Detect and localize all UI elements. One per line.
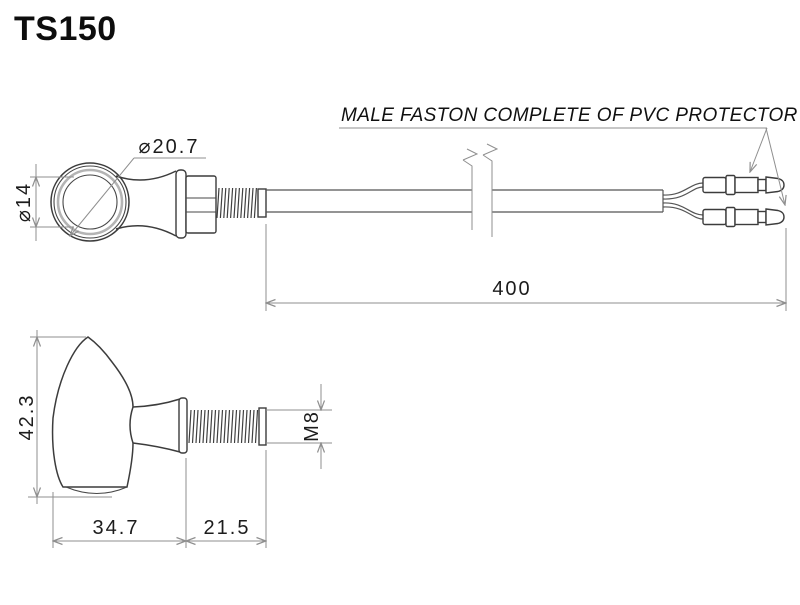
cable	[266, 143, 664, 237]
side-view	[51, 336, 267, 494]
stem-collar	[257, 188, 267, 218]
flange-side	[178, 397, 188, 454]
wires	[662, 182, 704, 220]
dim-body-height-value: 42.3	[16, 394, 38, 441]
dim-housing-diameter: ⌀14	[13, 164, 74, 241]
dim-thread-spec-value: M8	[301, 410, 323, 442]
thread-side-view	[188, 409, 259, 444]
dim-housing-diameter-value: ⌀14	[13, 182, 35, 222]
hex-nut	[185, 175, 217, 234]
dim-thread-length-value: 21.5	[204, 517, 251, 539]
thread-top-view	[216, 187, 257, 219]
callout-label: MALE FASTON COMPLETE OF PVC PROTECTOR	[341, 105, 798, 126]
dim-lens-diameter-value: ⌀20.7	[139, 136, 200, 158]
lens-ring-circle	[56, 168, 124, 236]
callout-faston: MALE FASTON COMPLETE OF PVC PROTECTOR	[339, 105, 798, 205]
dim-lens-diameter: ⌀20.7	[70, 136, 206, 236]
lens-bezel-circle	[53, 165, 127, 239]
cable-break-symbol	[462, 143, 499, 237]
thread-end-cap	[258, 407, 267, 446]
dim-thread-length: 21.5	[186, 450, 266, 548]
top-view	[50, 143, 785, 242]
dim-body-length: 34.7	[53, 458, 186, 548]
body-profile	[51, 336, 134, 488]
housing-cone	[115, 170, 177, 237]
faston-connector-lower	[702, 206, 785, 228]
dim-cable-length-value: 400	[492, 278, 531, 300]
lens-front	[50, 162, 130, 242]
neck	[132, 398, 181, 453]
faston-connector-upper	[702, 174, 785, 196]
dim-cable-length: 400	[266, 224, 786, 311]
dim-body-length-value: 34.7	[93, 517, 140, 539]
flange	[175, 169, 187, 239]
page-title: TS150	[14, 10, 117, 48]
lens-outer-circle	[50, 162, 130, 242]
dim-thread-spec: M8	[266, 384, 332, 469]
lens-bottom-arc	[65, 486, 128, 494]
lens-inner-circle	[62, 174, 118, 230]
dim-body-height: 42.3	[16, 330, 112, 504]
